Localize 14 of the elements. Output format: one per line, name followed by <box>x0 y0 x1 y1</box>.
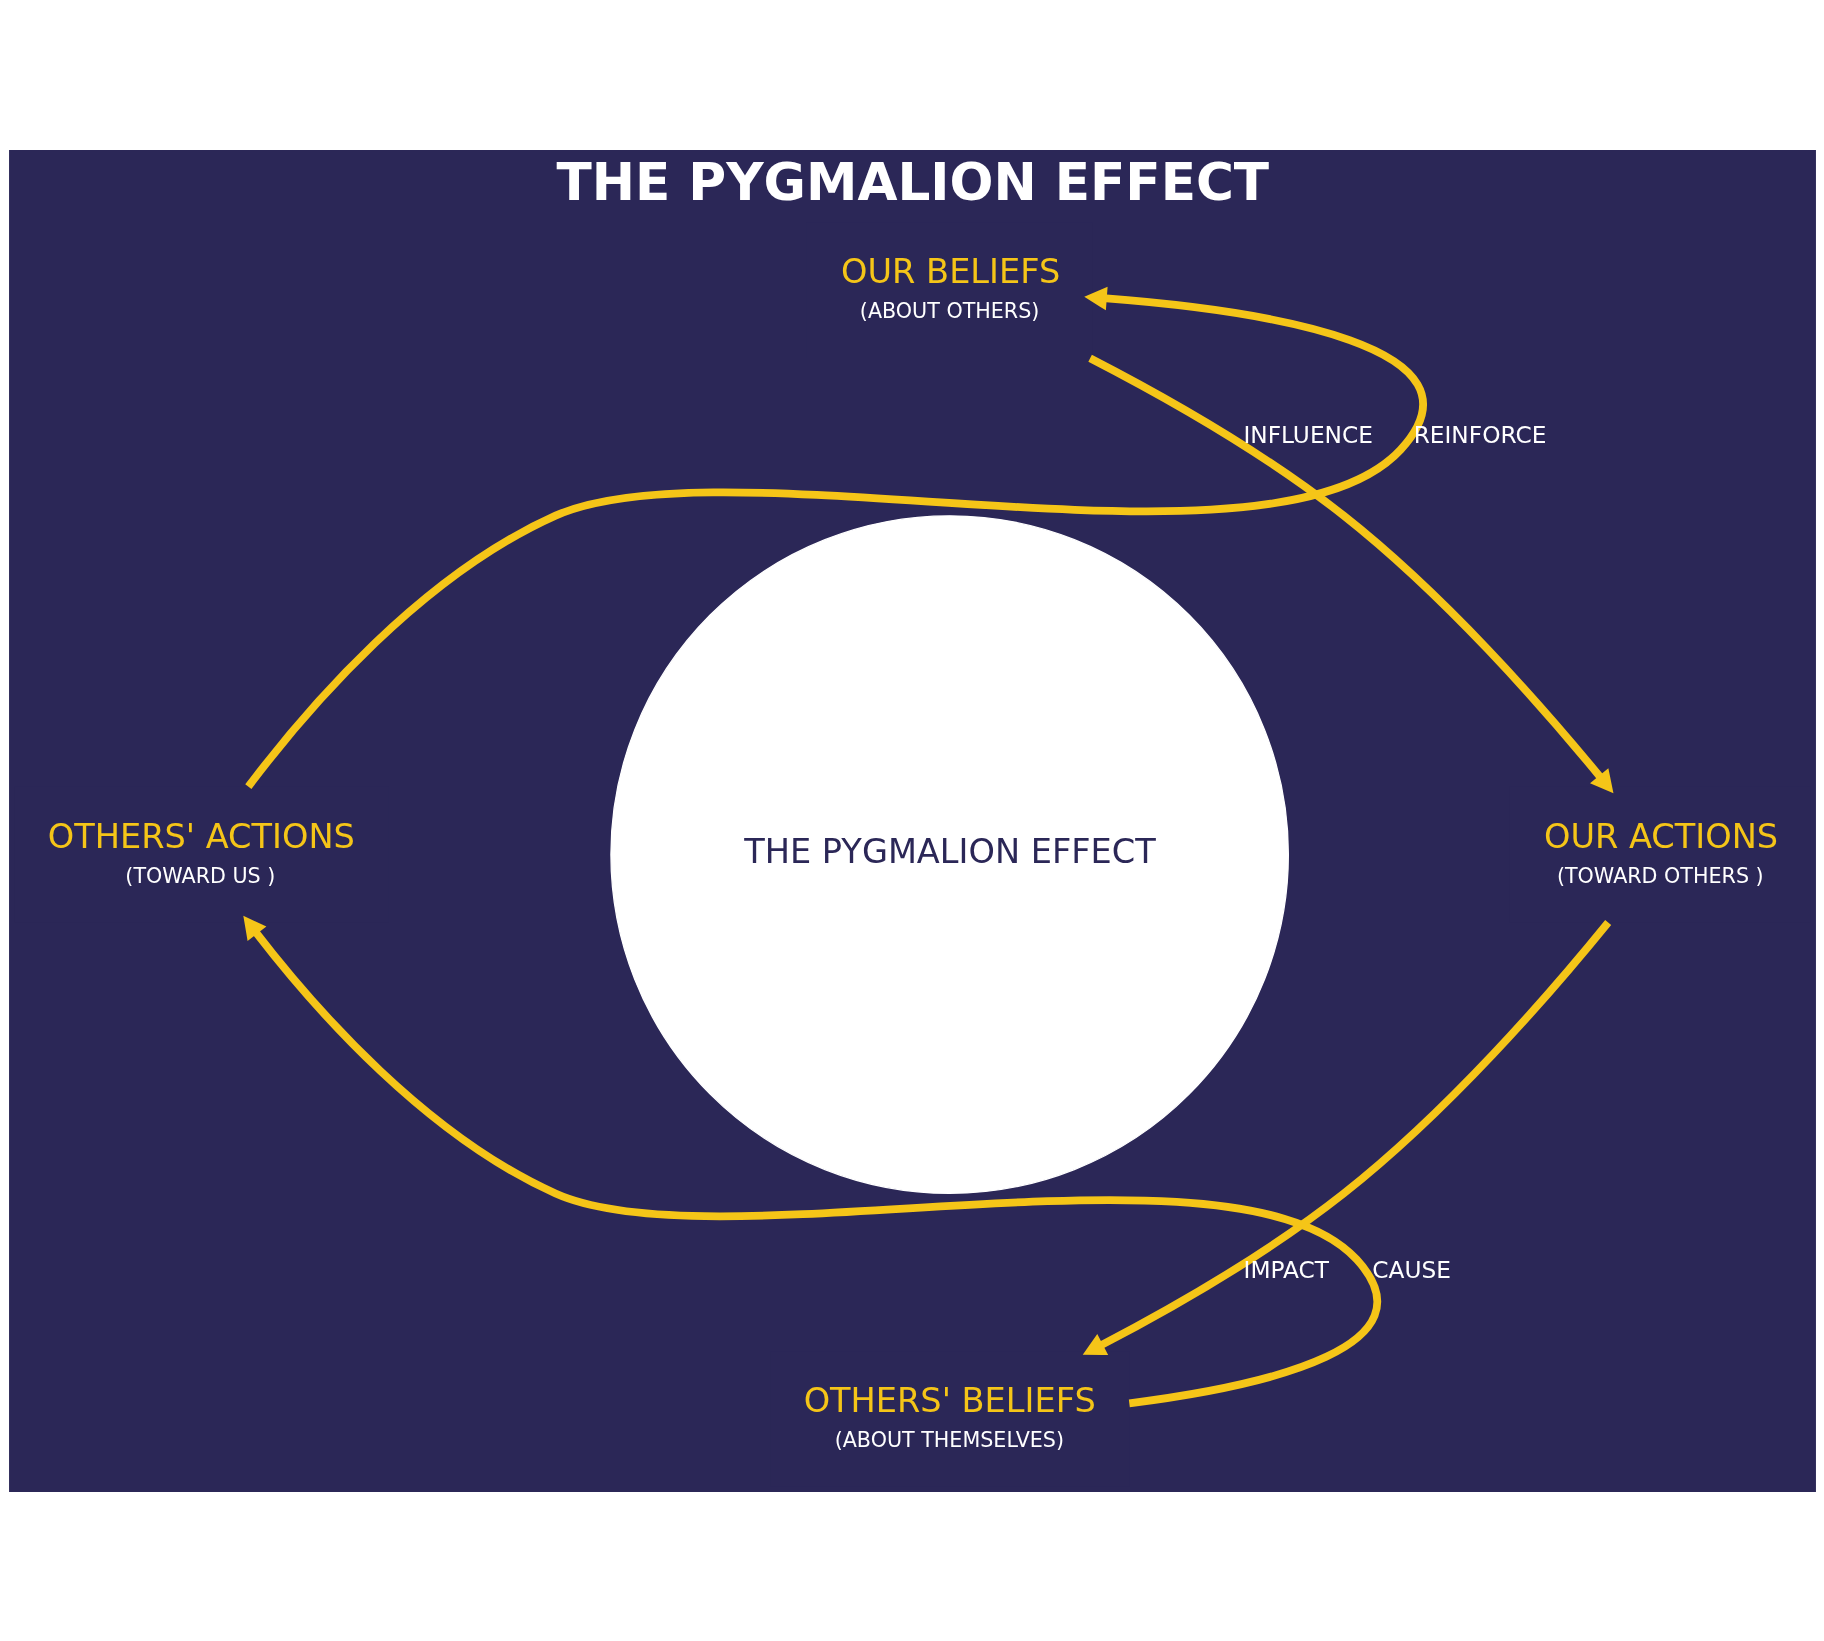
node-text: OTHERS' BELIEFS (ABOUT THEMSELVES) <box>803 1380 1096 1452</box>
edge-label: INFLUENCE <box>1242 420 1373 448</box>
arrow <box>1087 354 1613 793</box>
arrow <box>242 915 1380 1407</box>
diagram-title: THE PYGMALION EFFECT <box>556 151 1269 212</box>
arrow <box>1082 919 1611 1355</box>
node-text: OUR BELIEFS (ABOUT OTHERS) <box>840 251 1060 323</box>
node-text: OUR ACTIONS (TOWARD OTHERS ) <box>1543 816 1778 888</box>
edge-label: IMPACT <box>1243 1255 1329 1283</box>
node-circle: THE PYGMALION EFFECT <box>609 514 1289 1194</box>
edge-label: REINFORCE <box>1413 420 1546 448</box>
edge-label: CAUSE <box>1371 1255 1451 1283</box>
arrow <box>244 286 1427 789</box>
node-text: OTHERS' ACTIONS (TOWARD US ) <box>47 816 355 888</box>
